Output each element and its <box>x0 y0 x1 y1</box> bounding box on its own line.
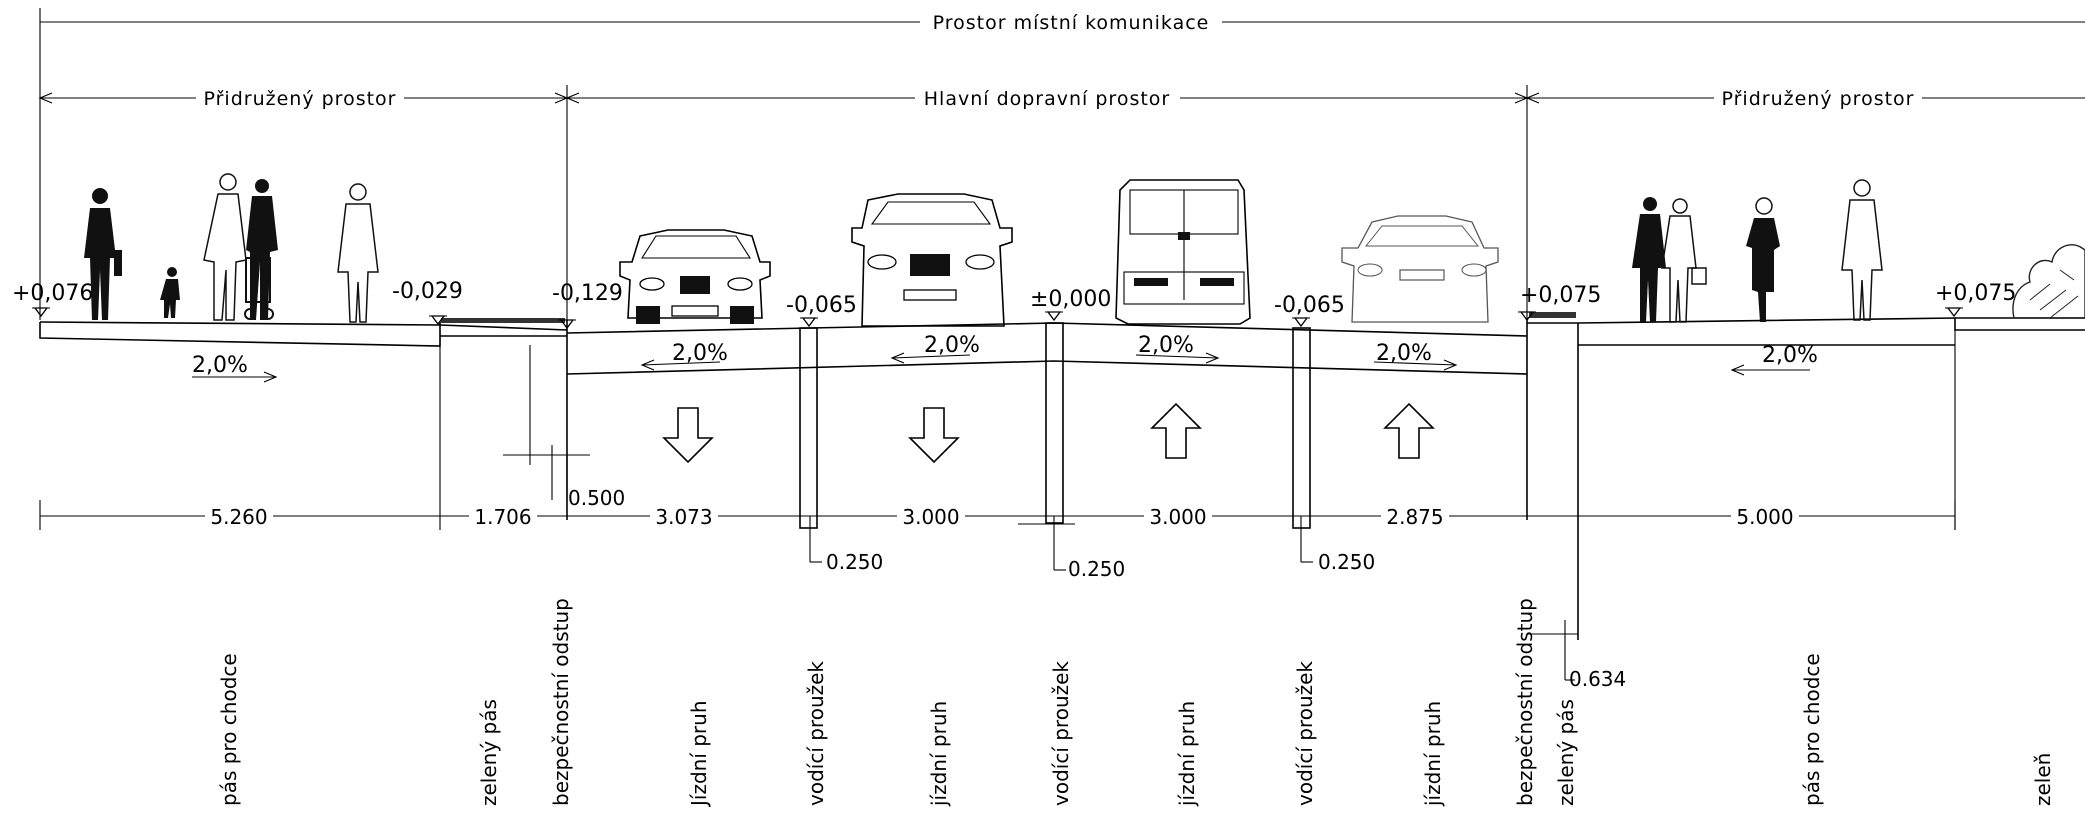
van-rear <box>1115 179 1251 325</box>
elevation-value: -0,065 <box>1274 293 1345 318</box>
section-label: vodící proužek <box>1293 661 1317 806</box>
section-label: zelený pás <box>477 699 501 806</box>
dimension-value: 2.875 <box>1386 505 1443 529</box>
pedestrian-figure <box>203 173 247 321</box>
slope-indicators: 2,0% 2,0% 2,0% 2,0% 2,0% 2,0% <box>192 333 1818 383</box>
elevation-value: +0,075 <box>1935 281 2016 306</box>
slope-indicator: 2,0% <box>1135 333 1220 364</box>
elevation-marker: -0,065 <box>1274 293 1345 328</box>
associated-space-right-label: Přidružený prostor <box>1722 88 1915 110</box>
direction-down-arrow <box>662 407 714 464</box>
main-traffic-space-label: Hlavní dopravní prostor <box>924 88 1170 110</box>
small-dimension-value: 0.250 <box>1068 557 1125 581</box>
direction-arrows <box>662 402 1435 464</box>
direction-up-arrow <box>1150 402 1202 459</box>
elevation-marker: -0,029 <box>392 279 463 326</box>
slope-indicator: 2,0% <box>640 341 728 371</box>
pedestrian-figure <box>1841 179 1883 321</box>
associated-space-left-dimension: Přidružený prostor <box>38 85 569 320</box>
car-bmw-sedan <box>619 229 771 324</box>
section-label: Jízdní pruh <box>687 700 711 808</box>
section-label: zelený pás <box>1554 699 1578 806</box>
small-dimension-value: 0.634 <box>1569 667 1626 691</box>
associated-space-left-label: Přidružený prostor <box>204 88 397 110</box>
section-label: jízdní pruh <box>1421 701 1445 807</box>
elevation-marker: -0,065 <box>786 293 857 328</box>
slope-value: 2,0% <box>192 353 248 378</box>
pedestrian-figure <box>337 183 379 323</box>
section-label: vodící proužek <box>804 661 828 806</box>
slope-indicator: 2,0% <box>890 333 980 364</box>
main-traffic-space-dimension: Hlavní dopravní prostor <box>565 85 1529 320</box>
slope-value: 2,0% <box>924 333 980 358</box>
pedestrian-figure <box>84 188 122 320</box>
child-figure <box>160 267 180 318</box>
small-dimension-value: 0.250 <box>1318 550 1375 574</box>
elevation-markers: +0,076 -0,029 -0,129 -0,065 ±0,000 -0,06… <box>12 279 2016 330</box>
slope-indicator: 2,0% <box>192 353 278 383</box>
section-label: pás pro chodce <box>1800 653 1824 806</box>
dimension-value: 3.000 <box>902 505 959 529</box>
elevation-marker: +0,075 <box>1518 283 1601 322</box>
shrub-illustration <box>2012 244 2085 319</box>
direction-down-arrow <box>908 407 960 464</box>
section-label: jízdní pruh <box>1175 701 1199 807</box>
elevation-value: +0,076 <box>12 281 93 306</box>
section-labels: pás pro chodce zelený pás bezpečnostní o… <box>217 598 2055 808</box>
elevation-value: -0,129 <box>552 281 623 306</box>
pedestrian-figures-left <box>84 173 379 323</box>
width-dimensions: 5.260 1.706 3.073 3.000 3.000 2.875 5.00… <box>39 500 1956 530</box>
dimension-value: 5.260 <box>210 505 267 529</box>
elevation-value: -0,065 <box>786 293 857 318</box>
elevation-value: -0,029 <box>392 279 463 304</box>
section-label: jízdní pruh <box>927 701 951 807</box>
slope-value: 2,0% <box>1138 333 1194 358</box>
elevation-value: +0,075 <box>1520 283 1601 308</box>
stroller <box>244 257 274 320</box>
section-label: zeleň <box>2031 753 2055 806</box>
car-bmw-suv <box>851 193 1013 327</box>
section-label: vodící proužek <box>1049 661 1073 806</box>
small-dimensions: 0.500 0.250 0.250 0.250 0.634 <box>503 445 1626 691</box>
overall-space-dimension: Prostor místní komunikace <box>39 8 2085 320</box>
dimension-value: 3.000 <box>1149 505 1206 529</box>
small-dimension-value: 0.250 <box>826 550 883 574</box>
direction-up-arrow <box>1383 402 1435 459</box>
elevation-marker: +0,076 <box>12 281 93 318</box>
slope-indicator: 2,0% <box>1373 341 1458 371</box>
pedestrian-figure <box>1632 197 1666 322</box>
dimension-value: 5.000 <box>1736 505 1793 529</box>
dimension-value: 3.073 <box>655 505 712 529</box>
small-dimension-value: 0.500 <box>568 486 625 510</box>
pedestrian-figure <box>1746 197 1780 322</box>
elevation-value: ±0,000 <box>1030 287 1111 312</box>
slope-indicator: 2,0% <box>1730 343 1818 376</box>
green-strip-hatch-left <box>441 318 565 323</box>
car-skoda-sedan <box>1341 215 1499 323</box>
pedestrian-figure <box>1661 198 1707 323</box>
pedestrian-figures-right <box>1632 179 1883 323</box>
overall-space-label: Prostor místní komunikace <box>933 12 1210 34</box>
slope-value: 2,0% <box>1376 341 1432 366</box>
elevation-marker: +0,075 <box>1935 281 2016 318</box>
elevation-marker: ±0,000 <box>1030 287 1111 322</box>
section-label: bezpečnostní odstup <box>549 598 573 806</box>
associated-space-right-dimension: Přidružený prostor <box>1525 88 2085 110</box>
section-label: pás pro chodce <box>217 653 241 806</box>
slope-value: 2,0% <box>1762 343 1818 368</box>
dimension-value: 1.706 <box>474 505 531 529</box>
pedestrian-figure <box>246 179 278 320</box>
green-strip-hatch-right <box>1529 312 1576 318</box>
elevation-marker: -0,129 <box>552 281 623 330</box>
section-label: bezpečnostní odstup <box>1513 598 1537 806</box>
